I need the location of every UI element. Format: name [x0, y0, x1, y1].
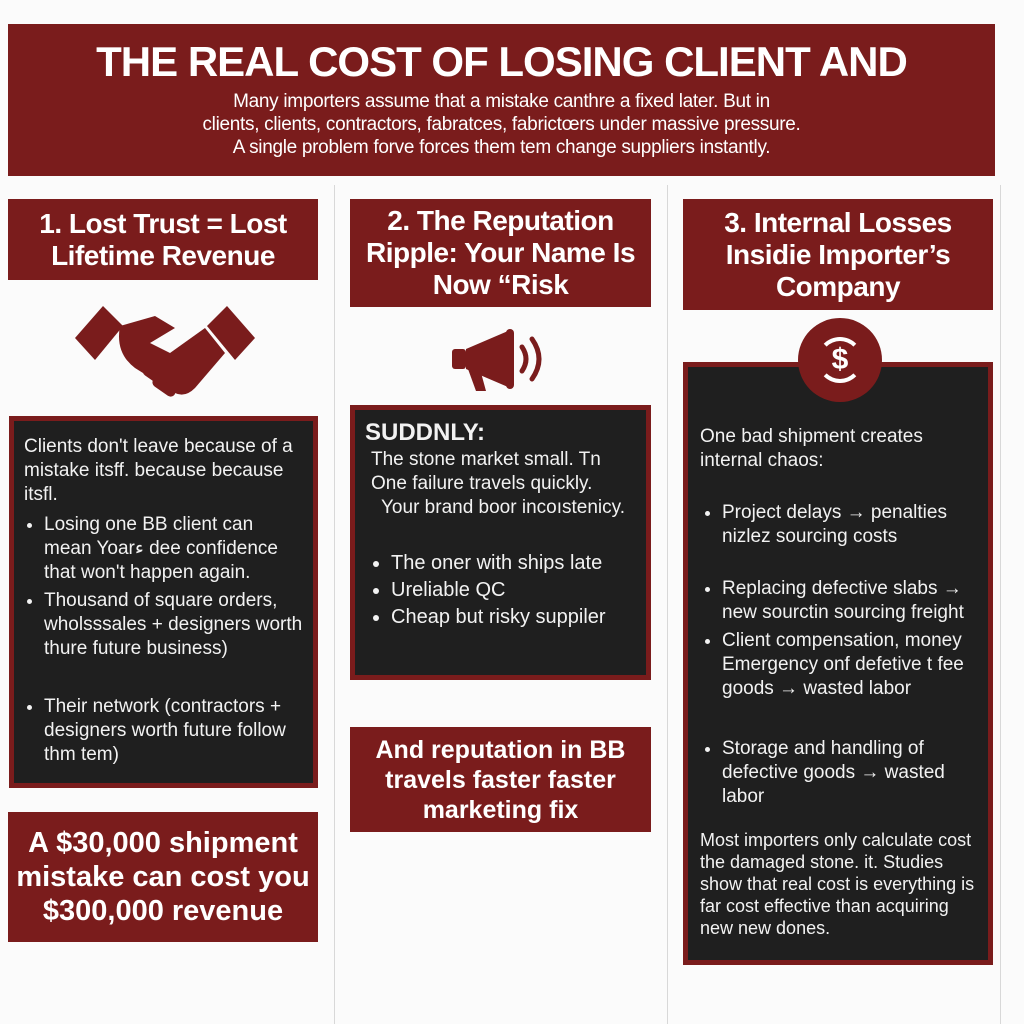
dollar-icon: $	[817, 337, 863, 383]
dollar-glyph: $	[831, 343, 849, 376]
callout-text: A $30,000 shipment mistake can cost you …	[16, 827, 310, 927]
panel-intro-line: One failure travels quickly.	[371, 473, 593, 494]
panel-intro-line: The stone market small. Tn	[371, 449, 601, 470]
list-item: Project delays → penalties nizlez sourci…	[722, 501, 980, 549]
list-item: Storage and handling of defective goods …	[722, 737, 980, 809]
panel-intro: Clients don't leave because of a mistake…	[24, 436, 293, 505]
panel-heading: SUDDNLY:	[365, 419, 486, 446]
page-title: THE REAL COST OF LOSING CLIENT AND	[96, 38, 908, 85]
panel-intro: One bad shipment creates internal chaos:	[700, 426, 923, 471]
header-banner: THE REAL COST OF LOSING CLIENT AND Many …	[8, 24, 995, 176]
list-item: Replacing defective slabs → new sourctin…	[722, 577, 980, 625]
reputation-callout: And reputation in BB travels faster fast…	[350, 727, 651, 832]
list-item: Thousand of square orders, wholsssales +…	[44, 589, 303, 661]
subtitle-line: clients, clients, contractors, fabratces…	[202, 114, 801, 135]
divider	[667, 185, 668, 1024]
reputation-panel: SUDDNLY: The stone market small. Tn One …	[350, 405, 651, 680]
callout-text: And reputation in BB travels faster fast…	[375, 735, 626, 824]
divider	[334, 185, 335, 1024]
megaphone-icon	[452, 329, 542, 391]
divider	[1000, 185, 1001, 1024]
subtitle-line: Many importers assume that a mistake can…	[233, 91, 770, 112]
lost-trust-panel: Clients don't leave because of a mistake…	[9, 416, 318, 788]
section-title-text: 3. Internal Losses Insidie Importer’s Co…	[724, 206, 952, 302]
subtitle-line: A single problem forve forces them tem c…	[232, 137, 771, 158]
header-subtitle: Many importers assume that a mistake can…	[8, 90, 995, 159]
list-item: Client compensation, money Emergency onf…	[722, 629, 980, 701]
panel-intro-line: Your brand boor incoıstenicy.	[381, 497, 625, 518]
section-title-text: 1. Lost Trust = Lost Lifetime Revenue	[39, 207, 287, 271]
section-title-lost-trust: 1. Lost Trust = Lost Lifetime Revenue	[8, 199, 318, 280]
section-title-internal-losses: 3. Internal Losses Insidie Importer’s Co…	[683, 199, 993, 310]
list-item: Losing one BB client can mean Yoarء dee …	[44, 513, 303, 585]
list-item: Cheap but risky suppiler	[391, 604, 636, 631]
section-title-text: 2. The Reputation Ripple: Your Name Is N…	[365, 205, 636, 300]
list-item: Ureliable QC	[391, 577, 636, 604]
handshake-icon	[75, 306, 255, 397]
dollar-cycle-icon: $	[798, 318, 882, 402]
list-item: Their network (contractors + designers w…	[44, 695, 303, 767]
list-item: The oner with ships late	[391, 550, 636, 577]
panel-outro: Most importers only calculate cost the d…	[700, 830, 975, 938]
section-title-reputation: 2. The Reputation Ripple: Your Name Is N…	[350, 199, 651, 307]
internal-losses-panel: One bad shipment creates internal chaos:…	[683, 362, 993, 965]
cost-callout: A $30,000 shipment mistake can cost you …	[8, 812, 318, 942]
